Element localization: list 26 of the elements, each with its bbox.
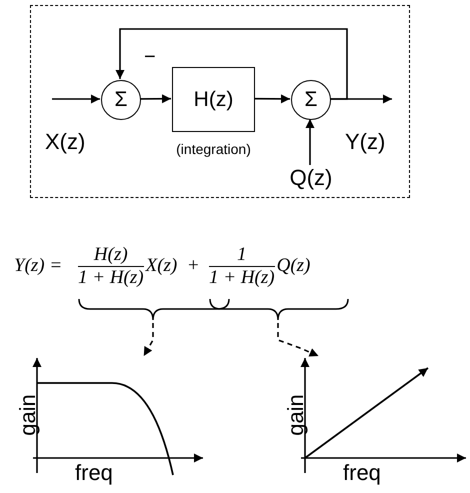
arrow — [116, 28, 348, 100]
summing-junction: Σ — [101, 80, 141, 120]
numerator-text: H(z) — [94, 245, 128, 265]
caption-text: (integration) — [176, 142, 251, 156]
variable-text: Q(z) — [276, 255, 310, 278]
signal-label: Q(z) — [289, 166, 333, 190]
axis-title: freq — [343, 462, 381, 484]
axis-title: freq — [75, 462, 113, 484]
summing-junction: Σ — [291, 80, 331, 120]
arrow — [254, 94, 290, 104]
denominator-text: 1 + H(z) — [209, 268, 275, 288]
signal-label: X(z) — [45, 131, 86, 153]
axis-title: gain — [16, 394, 39, 436]
arrow — [306, 119, 314, 165]
equation-text: Y(z) = — [14, 256, 62, 275]
arrow — [52, 94, 100, 104]
arrow — [143, 323, 154, 356]
arrow — [140, 94, 171, 104]
dashed-boundary-box — [30, 5, 410, 198]
denominator-text: 1 + H(z) — [78, 268, 144, 288]
equation-text: + — [188, 256, 199, 275]
numerator-text: 1 — [237, 245, 247, 265]
arrow — [277, 323, 319, 357]
axis-title: gain — [284, 394, 307, 436]
variable-text: X(z) — [146, 255, 178, 278]
signal-label: Y(z) — [345, 131, 386, 153]
